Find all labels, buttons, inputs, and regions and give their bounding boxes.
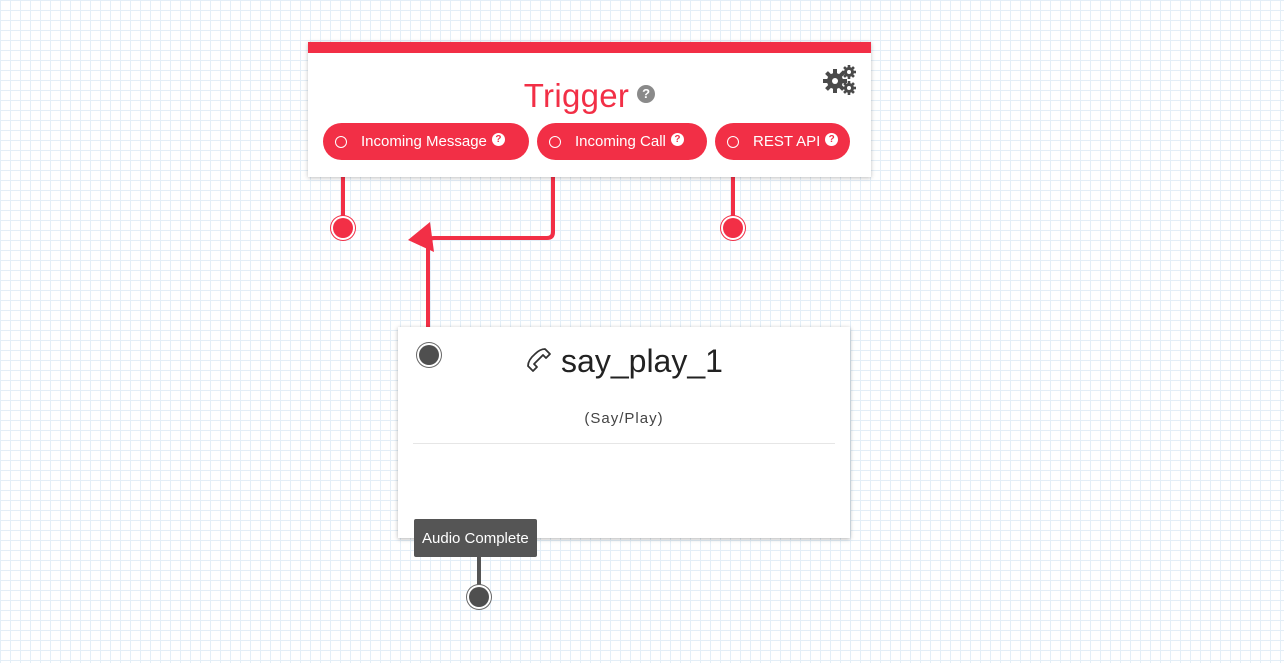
phone-icon <box>527 347 551 372</box>
pill-label: Incoming Message <box>361 133 487 150</box>
help-icon[interactable]: ? <box>491 133 505 146</box>
widget-title: say_play_1 <box>561 343 723 379</box>
pill-label: REST API <box>753 133 821 150</box>
endpoint-rest-api[interactable] <box>723 218 743 238</box>
endpoint-audio-complete[interactable] <box>469 587 489 607</box>
wire-incoming-call <box>426 175 555 328</box>
transition-label: Audio Complete <box>422 529 529 547</box>
endpoint-incoming-message[interactable] <box>333 218 353 238</box>
trigger-widget[interactable]: Trigger? <box>308 42 871 177</box>
radio-icon <box>727 135 739 148</box>
pill-incoming-call[interactable]: Incoming Call ? <box>537 123 707 160</box>
pill-label: Incoming Call <box>575 133 666 150</box>
transition-audio-complete[interactable]: Audio Complete <box>414 519 537 557</box>
pill-incoming-message[interactable]: Incoming Message ? <box>323 123 529 160</box>
widget-type-label: (Say/Play) <box>584 410 664 427</box>
pill-rest-api[interactable]: REST API ? <box>715 123 850 160</box>
radio-icon <box>549 135 561 148</box>
wire-arrowhead <box>408 222 434 252</box>
divider <box>413 443 835 444</box>
help-icon[interactable]: ? <box>670 133 684 146</box>
trigger-title-row: Trigger? <box>308 77 871 115</box>
help-icon[interactable]: ? <box>637 85 656 104</box>
say-play-widget[interactable]: say_play_1 (Say/Play) <box>398 327 850 538</box>
widget-input-dot[interactable] <box>419 345 439 365</box>
widget-title-row: say_play_1 <box>398 343 850 380</box>
gears-icon[interactable] <box>823 64 857 96</box>
trigger-title: Trigger <box>523 77 630 114</box>
help-icon[interactable]: ? <box>825 133 838 146</box>
radio-icon <box>335 135 347 148</box>
